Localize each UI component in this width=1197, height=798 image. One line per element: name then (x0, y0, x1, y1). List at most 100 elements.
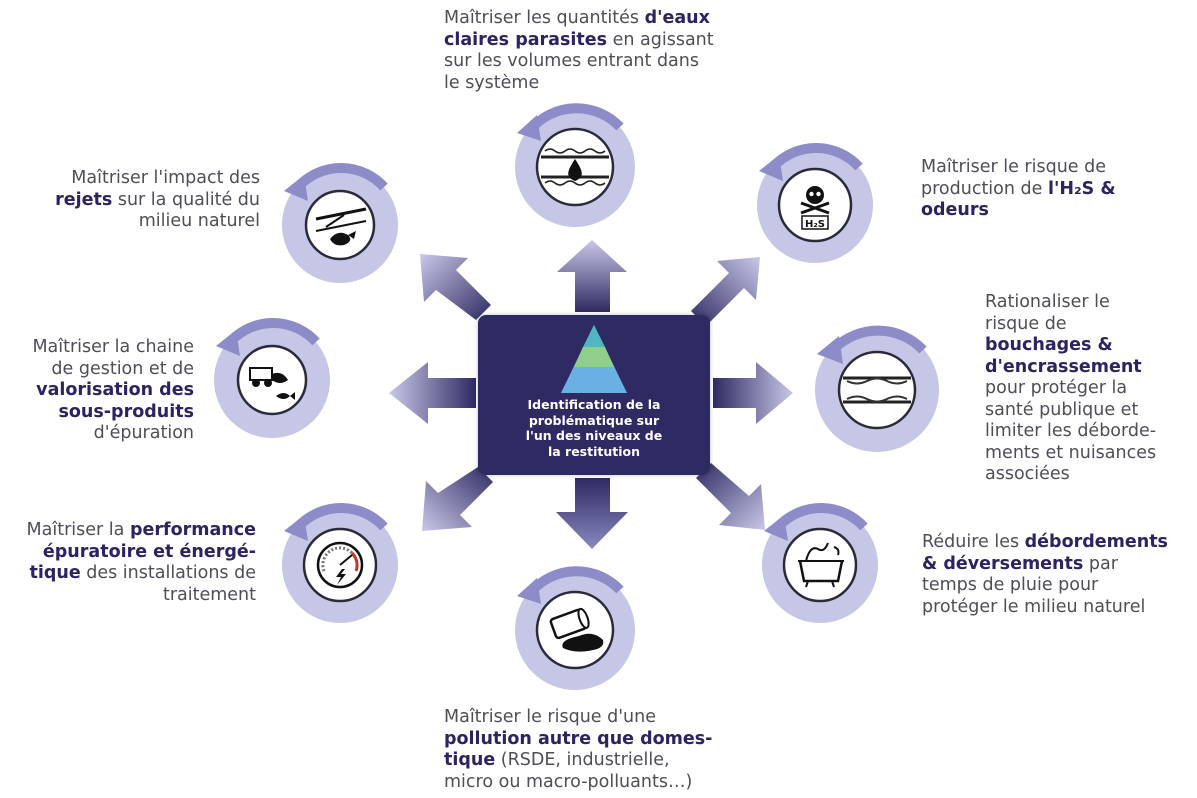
center-line-2: problématique sur (528, 412, 660, 428)
node-bottom-left (282, 503, 398, 623)
label-text: protéger le milieu naturel (922, 596, 1146, 617)
clogged-pipe-icon (843, 376, 911, 404)
label-text: par (1083, 553, 1118, 574)
label-text: sur la qualité du (112, 189, 260, 210)
label-text: traitement (162, 584, 256, 605)
label-line: rejets sur la qualité du (6, 190, 260, 212)
label-bold-text: débordements (1024, 532, 1168, 552)
arrow-right (713, 362, 793, 424)
label-text: pour protéger la (985, 378, 1128, 398)
label-bold-text: bouchages & (985, 335, 1113, 355)
label-bold-text: tique (444, 750, 496, 770)
label-line: pour protéger la (985, 378, 1195, 400)
gauge-energy-icon (316, 541, 364, 589)
label-line: ments et nuisances (985, 443, 1195, 465)
label-bold-text: tique (29, 563, 81, 583)
label-line: Maîtriser l'impact des (6, 168, 260, 190)
label-line: protéger le milieu naturel (922, 597, 1194, 619)
label-text: Maîtriser l'impact des (71, 168, 260, 188)
center-box: Identification de la problématique sur l… (478, 315, 710, 475)
label-bold-text: d'eaux (644, 8, 710, 28)
label-text: santé publique et (985, 399, 1139, 420)
label-line: production de l'H₂S & (921, 179, 1191, 201)
label-bold-text: pollution autre que domes- (444, 728, 713, 749)
label-line: Maîtriser le risque d'une (444, 707, 774, 729)
center-line-3: l'un des niveaux de (525, 428, 663, 443)
label-text: milieu naturel (138, 211, 260, 231)
label-text: Rationaliser le (985, 292, 1110, 312)
label-bold-text: sous-produits (58, 401, 194, 422)
label-line: micro ou macro-polluants…) (444, 772, 774, 794)
label-bold-text: l'H₂S & (1047, 178, 1116, 199)
arrow-bottom-right (696, 463, 765, 530)
arrow-up (557, 240, 627, 312)
sludge-tipper-fish-icon (249, 367, 295, 400)
center-title: Identification de la problématique sur l… (478, 397, 710, 459)
label-line: limiter les déborde- (985, 421, 1195, 443)
node-bottom (515, 566, 635, 690)
label-bold-text: & déversements (922, 553, 1084, 574)
node-top-left (282, 163, 398, 283)
center-line-4: la restitution (547, 443, 641, 459)
label-line: le système (444, 73, 764, 95)
label-line: milieu naturel (6, 211, 260, 233)
label-bold-text: valorisation des (36, 380, 194, 400)
label-line: épuratoire et énergé- (6, 542, 256, 564)
label-line: Maîtriser la chaine (6, 337, 194, 359)
node-right (815, 325, 939, 452)
label-line: sous-produits (6, 402, 194, 424)
label-line: d'encrassement (985, 357, 1195, 379)
polluted-fish-icon (315, 207, 367, 246)
label-line: temps de pluie pour (922, 575, 1194, 597)
label-line: & déversements par (922, 554, 1194, 576)
label-line: odeurs (921, 200, 1191, 222)
spilled-barrel-icon (549, 607, 604, 652)
label-text: temps de pluie pour (922, 575, 1099, 595)
arrow-down (556, 478, 628, 549)
node-top (515, 103, 635, 227)
label-text: production de (921, 178, 1048, 199)
label-line: d'épuration (6, 423, 194, 445)
label-line: tique (RSDE, industrielle, (444, 750, 774, 772)
label-line: Réduire les débordements (922, 532, 1194, 554)
arrow-top-left (420, 254, 491, 320)
label-text: risque de (985, 313, 1067, 334)
label-text: de gestion et de (51, 358, 194, 379)
node-bottom-right (762, 503, 878, 623)
label-line: tique des installations de (6, 563, 256, 585)
label-line: risque de (985, 314, 1195, 336)
node-top-right: H₂S (757, 143, 873, 263)
label-line: Maîtriser le risque de (921, 157, 1191, 179)
label-bold-text: odeurs (921, 200, 989, 220)
label-text: Réduire les (922, 532, 1025, 552)
label-line: sur les volumes entrant dans (444, 51, 764, 73)
arrow-left (389, 362, 476, 424)
label-line: claires parasites en agissant (444, 30, 764, 52)
label-bold-text: épuratoire et énergé- (42, 541, 256, 562)
label-text: micro ou macro-polluants…) (444, 771, 693, 792)
pyramid-icon (561, 325, 627, 393)
arrows (389, 240, 793, 549)
label-line: Maîtriser la performance (6, 520, 256, 542)
skull-h2s-icon: H₂S (800, 186, 830, 230)
label-text: Maîtriser le risque d'une (444, 707, 657, 727)
label-line: traitement (6, 585, 256, 607)
label-text: (RSDE, industrielle, (495, 750, 670, 770)
h2s-label: H₂S (805, 219, 825, 230)
water-drop-icon (541, 148, 609, 186)
node-left (214, 318, 330, 438)
label-text: en agissant (607, 29, 714, 50)
label-text: le système (444, 72, 540, 93)
label-text: d'épuration (93, 423, 194, 443)
label-line: santé publique et (985, 400, 1195, 422)
arrow-bottom-left (422, 467, 493, 531)
label-line: Maîtriser les quantités d'eaux (444, 8, 764, 30)
